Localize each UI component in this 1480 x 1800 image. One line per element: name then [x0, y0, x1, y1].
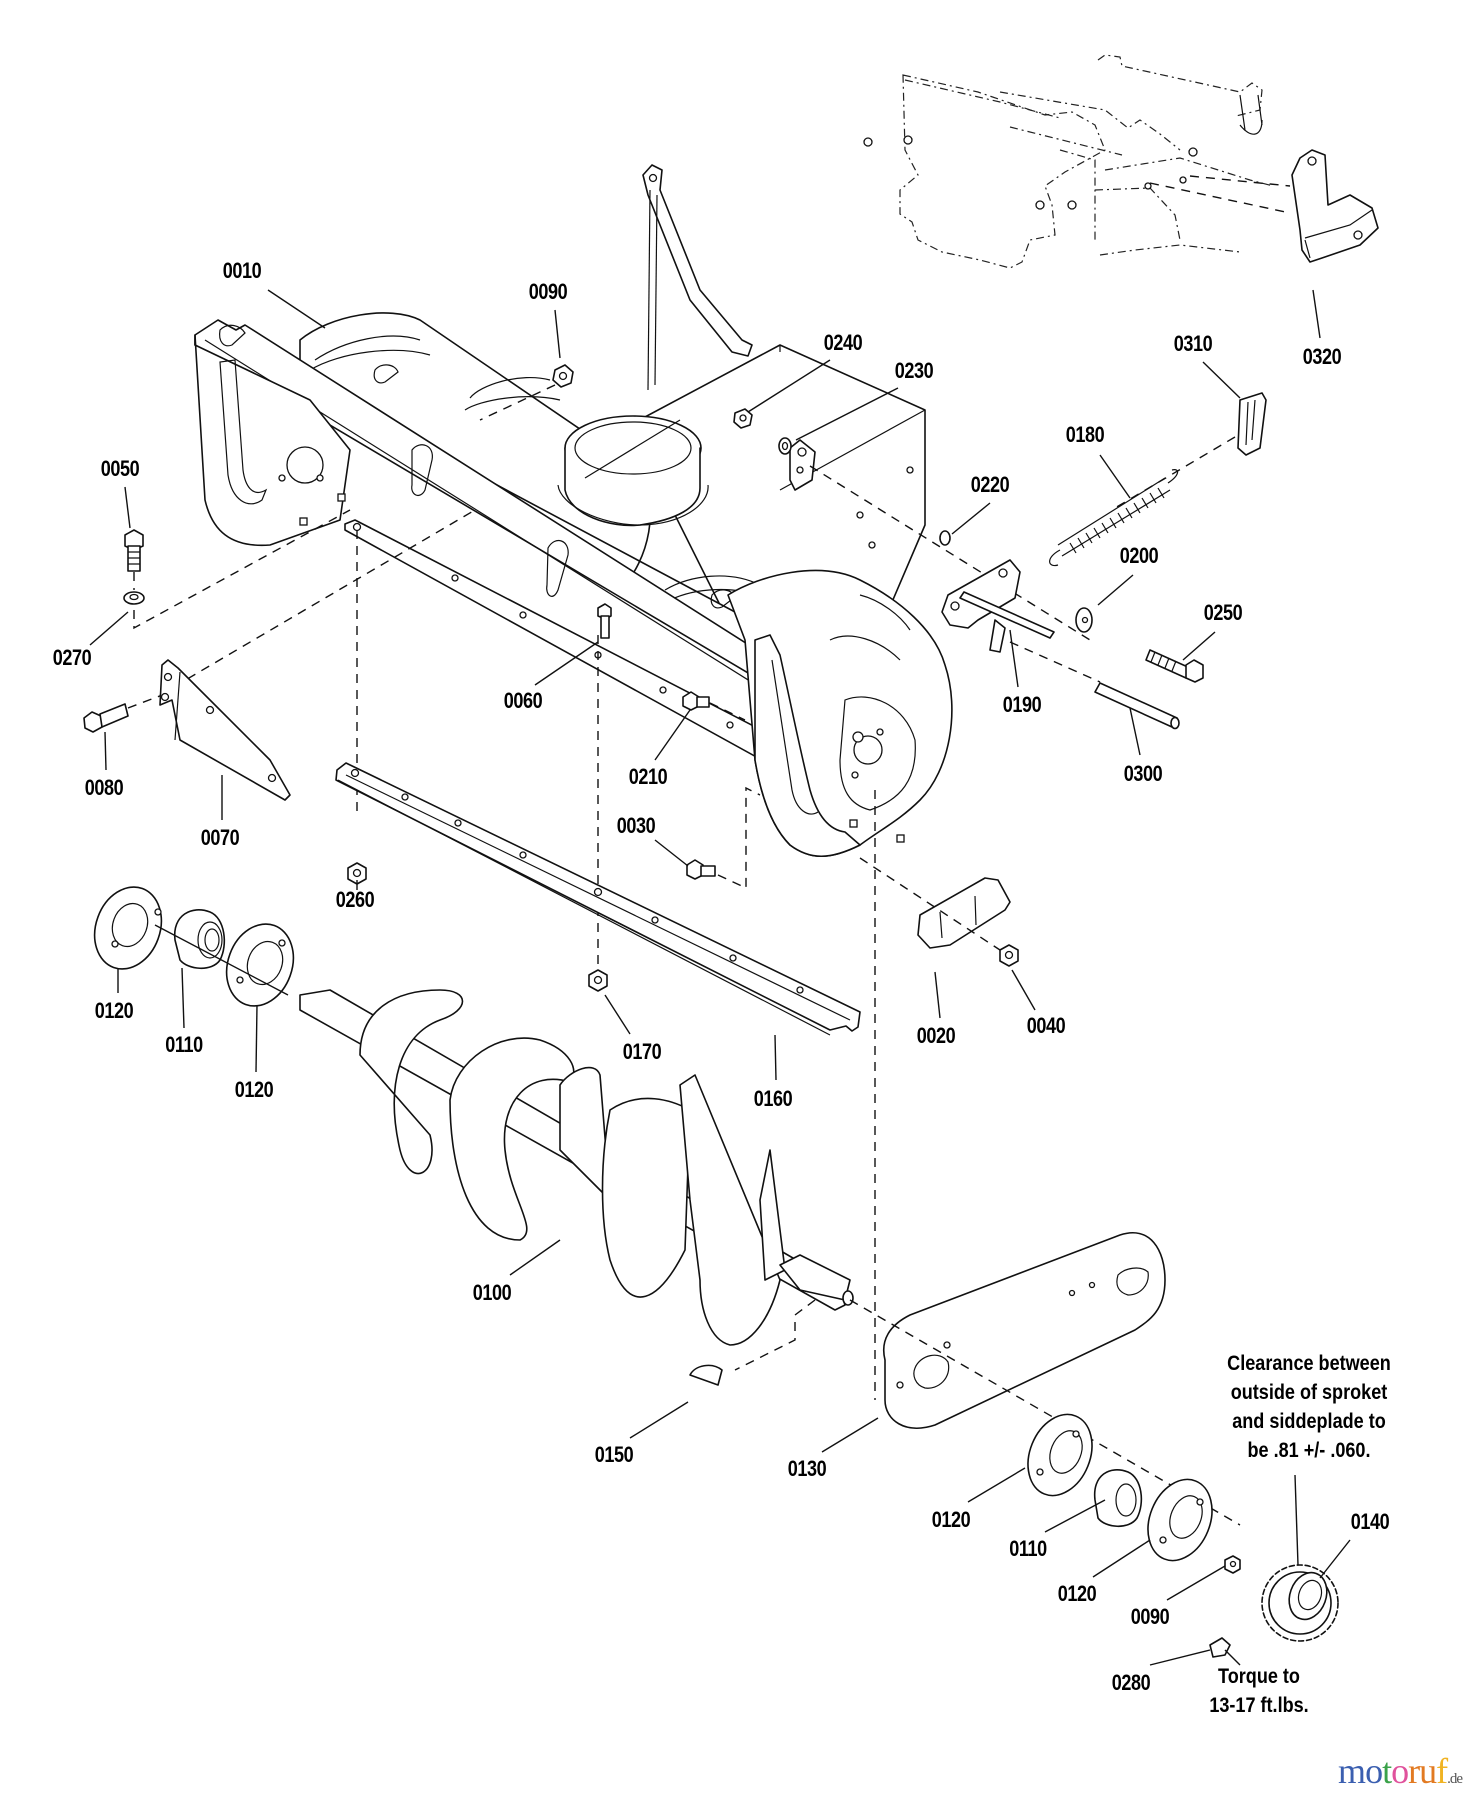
callout-0120-right-inner[interactable]: 0120 — [1057, 1581, 1097, 1606]
watermark-letter: t — [1382, 1751, 1392, 1791]
watermark-letter: r — [1408, 1751, 1420, 1791]
hitch-bracket-part — [1291, 149, 1379, 263]
right-bearing-group — [1027, 1413, 1339, 1658]
callout-0060[interactable]: 0060 — [503, 688, 543, 713]
callout-0260[interactable]: 0260 — [335, 887, 375, 912]
scraper-bar-part — [335, 762, 861, 1036]
tractor-frame-reference — [863, 54, 1291, 269]
lift-linkage — [941, 392, 1267, 730]
callout-0010[interactable]: 0010 — [222, 258, 262, 283]
clearance-note-line-2: outside of sproket — [1230, 1381, 1388, 1404]
callout-0120-left-outer[interactable]: 0120 — [94, 998, 134, 1023]
leader-lines — [89, 289, 1351, 1666]
callout-0160[interactable]: 0160 — [753, 1086, 793, 1111]
left-bearing-group — [93, 886, 295, 1007]
callout-0120-left-inner[interactable]: 0120 — [234, 1077, 274, 1102]
callout-0110-left[interactable]: 0110 — [165, 1032, 203, 1057]
callout-0180[interactable]: 0180 — [1065, 422, 1105, 447]
callout-0090-top[interactable]: 0090 — [528, 279, 568, 304]
torque-note: Torque to 13-17 ft.lbs. — [1209, 1662, 1308, 1720]
hardware — [83, 364, 1091, 1400]
watermark-tld: .de — [1447, 1771, 1463, 1787]
callout-0040[interactable]: 0040 — [1026, 1013, 1066, 1038]
clearance-note-line-4: be .81 +/- .060. — [1247, 1439, 1371, 1462]
callout-0250[interactable]: 0250 — [1203, 600, 1243, 625]
callout-0210[interactable]: 0210 — [628, 764, 668, 789]
callout-0100[interactable]: 0100 — [472, 1280, 512, 1305]
callout-0190[interactable]: 0190 — [1002, 692, 1042, 717]
callout-0070[interactable]: 0070 — [200, 825, 240, 850]
clearance-note-line-1: Clearance between — [1227, 1352, 1391, 1375]
callout-0320[interactable]: 0320 — [1302, 344, 1342, 369]
callout-0020[interactable]: 0020 — [916, 1023, 956, 1048]
callout-0270[interactable]: 0270 — [52, 645, 92, 670]
watermark-letter: o — [1365, 1751, 1383, 1791]
motoruf-watermark: motoruf.de — [1338, 1750, 1463, 1792]
callout-0080[interactable]: 0080 — [84, 775, 124, 800]
callout-0110-right[interactable]: 0110 — [1009, 1536, 1047, 1561]
torque-note-line-1: Torque to — [1218, 1665, 1300, 1688]
clearance-note: Clearance between outside of sproket and… — [1227, 1349, 1391, 1465]
clearance-note-line-3: and siddeplade to — [1232, 1410, 1386, 1433]
callout-0120-right-outer[interactable]: 0120 — [931, 1507, 971, 1532]
callout-0240[interactable]: 0240 — [823, 330, 863, 355]
callout-0280[interactable]: 0280 — [1111, 1670, 1151, 1695]
watermark-letter: o — [1391, 1751, 1409, 1791]
watermark-letter: m — [1338, 1751, 1366, 1791]
callout-0300[interactable]: 0300 — [1123, 761, 1163, 786]
chute-pivot-tab — [789, 439, 816, 491]
torque-note-line-2: 13-17 ft.lbs. — [1209, 1694, 1309, 1717]
callout-0150[interactable]: 0150 — [594, 1442, 634, 1467]
callout-0170[interactable]: 0170 — [622, 1039, 662, 1064]
callout-0050[interactable]: 0050 — [100, 456, 140, 481]
callout-0090-bottom[interactable]: 0090 — [1130, 1604, 1170, 1629]
auger-part — [299, 989, 854, 1386]
callout-0200[interactable]: 0200 — [1119, 543, 1159, 568]
chute-support-rod — [642, 164, 753, 391]
callout-0230[interactable]: 0230 — [894, 358, 934, 383]
callout-0140[interactable]: 0140 — [1350, 1509, 1390, 1534]
watermark-letter: f — [1436, 1751, 1448, 1791]
watermark-letter: u — [1419, 1751, 1437, 1791]
callout-0130[interactable]: 0130 — [787, 1456, 827, 1481]
callout-0030[interactable]: 0030 — [616, 813, 656, 838]
callout-0220[interactable]: 0220 — [970, 472, 1010, 497]
auger-housing-part — [194, 312, 953, 857]
callout-0310[interactable]: 0310 — [1173, 331, 1213, 356]
